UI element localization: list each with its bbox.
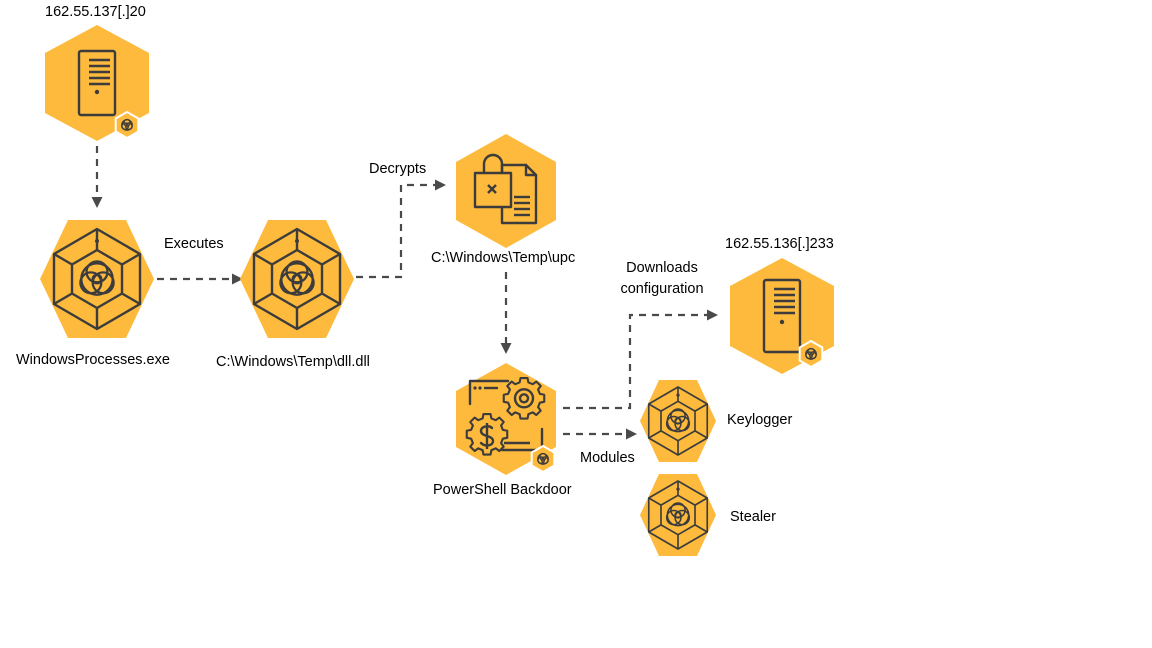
biohazard-web-icon bbox=[647, 386, 709, 456]
stealer-label: Stealer bbox=[730, 509, 776, 525]
edge-modules bbox=[563, 428, 637, 440]
modules-edge-label: Modules bbox=[580, 450, 635, 466]
downloads-edge-label-line-1: Downloads bbox=[626, 260, 698, 276]
server-1-label: 162.55.137[.]20 bbox=[45, 4, 146, 20]
server-node-2 bbox=[730, 258, 834, 374]
upc-label: C:\Windows\Temp\upc bbox=[431, 250, 576, 266]
server-node-1 bbox=[45, 25, 149, 141]
edge-upc-to-backdoor bbox=[500, 272, 512, 354]
downloads-edge-label-line-2: configuration bbox=[620, 281, 704, 297]
encrypted-file-node bbox=[456, 134, 556, 248]
edge-executes bbox=[157, 273, 243, 285]
biohazard-badge-icon bbox=[114, 111, 140, 139]
windows-processes-label: WindowsProcesses.exe bbox=[16, 352, 170, 368]
edge-downloads-configuration bbox=[563, 309, 718, 410]
stealer-node bbox=[640, 474, 716, 556]
dll-node bbox=[240, 220, 354, 338]
gear-dollar-icon bbox=[465, 376, 546, 456]
biohazard-web-icon bbox=[647, 480, 709, 550]
server-2-label: 162.55.136[.]233 bbox=[725, 236, 834, 252]
dll-label: C:\Windows\Temp\dll.dll bbox=[216, 354, 370, 370]
server-icon bbox=[762, 278, 802, 354]
biohazard-web-icon bbox=[52, 227, 142, 331]
decrypts-edge-label: Decrypts bbox=[369, 161, 427, 177]
keylogger-label: Keylogger bbox=[727, 412, 793, 428]
keylogger-node bbox=[640, 380, 716, 462]
powershell-backdoor-label: PowerShell Backdoor bbox=[433, 482, 572, 498]
biohazard-badge-icon bbox=[798, 340, 824, 368]
server-icon bbox=[77, 49, 117, 117]
windows-processes-node bbox=[40, 220, 154, 338]
biohazard-badge-icon bbox=[530, 445, 556, 473]
executes-edge-label: Executes bbox=[164, 236, 224, 252]
biohazard-web-icon bbox=[252, 227, 342, 331]
edge-server-to-exe bbox=[91, 146, 103, 208]
edge-decrypts bbox=[356, 179, 446, 279]
encrypted-file-icon bbox=[473, 153, 538, 225]
powershell-backdoor-node bbox=[456, 363, 556, 475]
